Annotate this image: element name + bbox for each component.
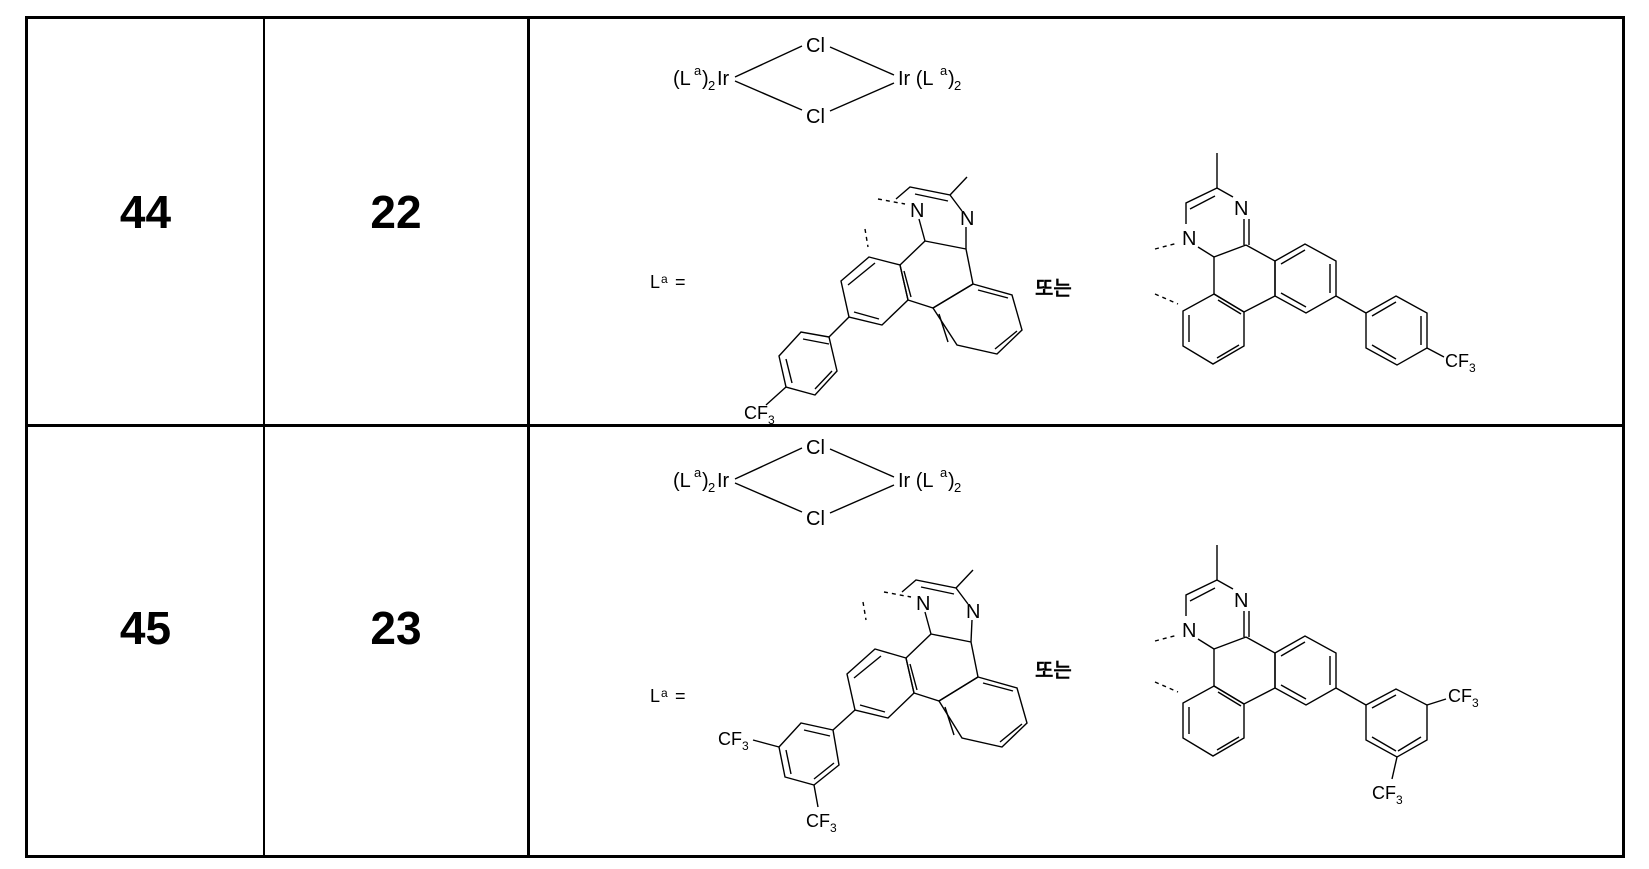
svg-text:2: 2 [708, 480, 715, 495]
svg-text:=: = [675, 272, 686, 292]
svg-text:a: a [661, 686, 668, 700]
or-connector: 또는 [1035, 278, 1072, 300]
svg-text:Cl: Cl [806, 508, 825, 530]
svg-text:): ) [702, 470, 709, 492]
svg-text:2: 2 [954, 480, 961, 495]
svg-text:N: N [1182, 620, 1196, 642]
compound-number-cell: 45 [28, 427, 265, 855]
svg-text:a: a [940, 63, 948, 78]
table-row: 44 22 (L a ) 2 Ir Cl Cl I [28, 19, 1622, 427]
structure-cell: (L a ) 2 Ir Cl Cl Ir (L a ) 2 L [530, 427, 1622, 855]
compound-number: 44 [119, 186, 172, 238]
svg-text:): ) [702, 68, 709, 90]
svg-text:N: N [1182, 228, 1196, 250]
ligand-label: L [650, 272, 660, 292]
svg-text:Ir: Ir [717, 68, 730, 90]
svg-text:a: a [694, 63, 702, 78]
svg-text:CF: CF [806, 811, 830, 831]
svg-text:N: N [1234, 198, 1248, 220]
ligand-isomer-2: N N [1154, 545, 1479, 807]
table-row: 45 23 (L a ) 2 Ir Cl Cl Ir (L [28, 427, 1622, 855]
svg-text:3: 3 [1472, 696, 1479, 710]
svg-text:Ir: Ir [717, 470, 730, 492]
svg-text:N: N [1234, 590, 1248, 612]
compound-number: 45 [119, 602, 172, 654]
chloro-bridged-dimer: (L a ) 2 Ir Cl Cl Ir (L a ) 2 [673, 437, 961, 530]
svg-text:3: 3 [830, 821, 837, 835]
iridium-dimer-structure: (L a ) 2 Ir Cl Cl Ir (L a ) 2 [650, 35, 1476, 427]
svg-text:a: a [694, 465, 702, 480]
ligand-isomer-2: N N [1154, 153, 1476, 375]
intermediate-number-cell: 22 [265, 19, 530, 424]
svg-text:Cl: Cl [806, 437, 825, 459]
svg-text:3: 3 [768, 413, 775, 427]
svg-text:CF: CF [744, 403, 768, 423]
or-connector: 또는 [1035, 660, 1072, 682]
svg-text:a: a [940, 465, 948, 480]
intermediate-number: 23 [370, 602, 422, 654]
svg-text:3: 3 [742, 739, 749, 753]
svg-text:=: = [675, 686, 686, 706]
svg-text:N: N [916, 593, 930, 615]
svg-text:(L: (L [673, 470, 691, 492]
svg-text:2: 2 [708, 78, 715, 93]
svg-text:CF: CF [1372, 783, 1396, 803]
chloro-bridged-dimer: (L a ) 2 Ir Cl Cl Ir (L a ) 2 [673, 35, 961, 128]
ligand-label: L [650, 686, 660, 706]
intermediate-number: 22 [370, 186, 422, 238]
svg-text:N: N [960, 208, 974, 230]
svg-text:CF: CF [1448, 686, 1472, 706]
ligand-isomer-1: N N [744, 176, 1023, 427]
svg-text:a: a [661, 272, 668, 286]
svg-text:): ) [948, 470, 955, 492]
iridium-dimer-structure: (L a ) 2 Ir Cl Cl Ir (L a ) 2 L [650, 437, 1479, 835]
svg-text:CF: CF [1445, 351, 1469, 371]
ligand-isomer-1: N N [718, 569, 1028, 835]
intermediate-number-cell: 23 [265, 427, 530, 855]
svg-text:Cl: Cl [806, 35, 825, 57]
compound-table: 44 22 (L a ) 2 Ir Cl Cl I [25, 16, 1625, 858]
svg-text:Cl: Cl [806, 106, 825, 128]
svg-text:2: 2 [954, 78, 961, 93]
svg-text:CF: CF [718, 729, 742, 749]
svg-text:3: 3 [1469, 361, 1476, 375]
compound-number-cell: 44 [28, 19, 265, 424]
svg-text:Ir (L: Ir (L [898, 470, 934, 492]
svg-text:(L: (L [673, 68, 691, 90]
structure-cell: (L a ) 2 Ir Cl Cl Ir (L a ) 2 [530, 19, 1622, 427]
svg-text:): ) [948, 68, 955, 90]
svg-text:Ir (L: Ir (L [898, 68, 934, 90]
svg-text:N: N [910, 200, 924, 222]
svg-text:3: 3 [1396, 793, 1403, 807]
svg-text:N: N [966, 601, 980, 623]
